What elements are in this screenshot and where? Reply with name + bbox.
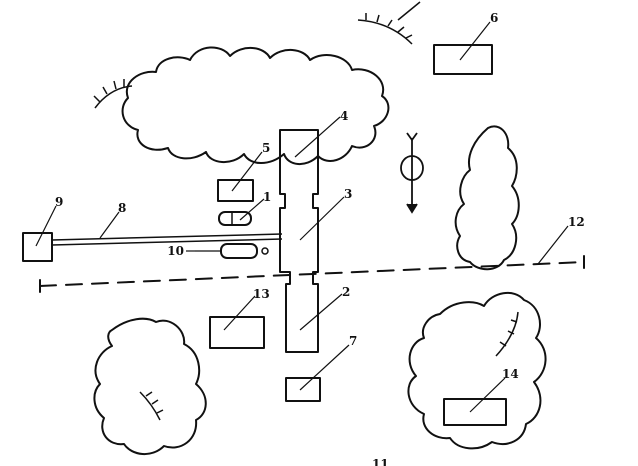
tree-canopy-top bbox=[121, 46, 390, 165]
label-11: 11 bbox=[372, 457, 389, 466]
building-6 bbox=[433, 44, 493, 75]
leader-lines bbox=[35, 21, 569, 413]
boundary-line-12 bbox=[39, 255, 585, 293]
main-building bbox=[279, 129, 319, 353]
label-7: 7 bbox=[349, 334, 357, 348]
building-7 bbox=[285, 377, 321, 402]
label-1: 1 bbox=[263, 190, 271, 204]
label-6: 6 bbox=[490, 11, 498, 25]
label-4: 4 bbox=[340, 109, 348, 123]
slope-hachure-icon bbox=[93, 1, 519, 421]
building-9 bbox=[22, 232, 53, 262]
label-14: 14 bbox=[502, 367, 519, 381]
north-arrow-icon bbox=[400, 132, 424, 214]
label-3: 3 bbox=[344, 187, 352, 201]
tank-1 bbox=[218, 211, 252, 226]
tree-tall-right bbox=[454, 125, 520, 271]
building-14 bbox=[443, 398, 507, 426]
label-13: 13 bbox=[253, 287, 270, 301]
building-5 bbox=[217, 179, 254, 202]
label-2: 2 bbox=[342, 285, 350, 299]
label-5: 5 bbox=[262, 141, 270, 155]
building-13 bbox=[209, 316, 265, 349]
label-8: 8 bbox=[118, 201, 126, 215]
label-9: 9 bbox=[55, 195, 63, 209]
pipeline-8 bbox=[51, 233, 283, 246]
label-10: 10 bbox=[167, 244, 184, 258]
tree-canopy-bottom-right bbox=[407, 291, 547, 450]
tank-10 bbox=[220, 243, 269, 259]
label-12: 12 bbox=[568, 215, 585, 229]
tree-canopy-bottom-left bbox=[93, 317, 207, 455]
